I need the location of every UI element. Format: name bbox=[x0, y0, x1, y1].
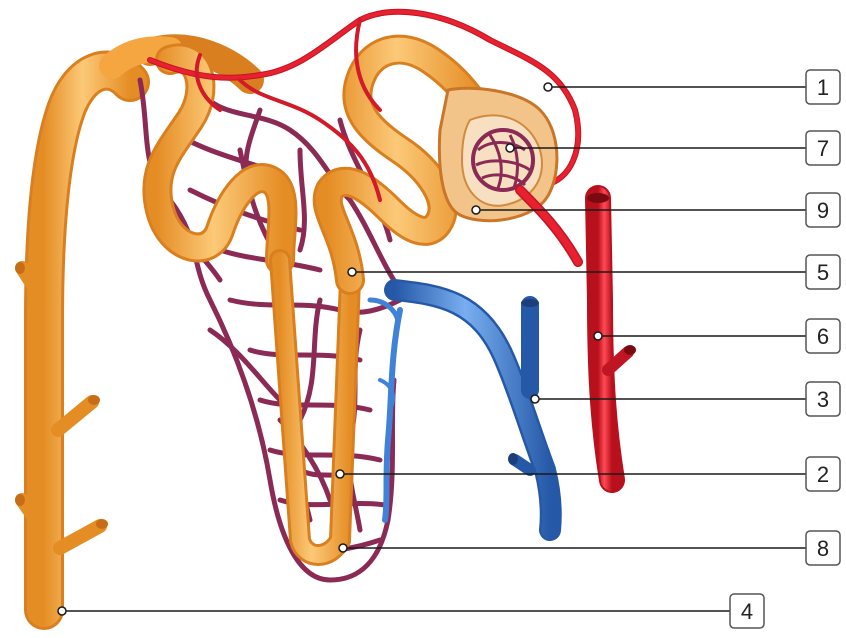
collecting-duct bbox=[15, 48, 250, 610]
label-text-9: 9 bbox=[817, 198, 829, 223]
label-text-2: 2 bbox=[817, 462, 829, 487]
label-text-3: 3 bbox=[817, 387, 829, 412]
label-text-1: 1 bbox=[817, 75, 829, 100]
label-box-1[interactable]: 1 bbox=[806, 70, 840, 104]
label-box-8[interactable]: 8 bbox=[806, 531, 840, 565]
label-box-9[interactable]: 9 bbox=[806, 193, 840, 227]
label-box-4[interactable]: 4 bbox=[730, 594, 764, 628]
label-boxes: 1 7 9 5 6 3 2 8 bbox=[730, 70, 840, 628]
label-box-5[interactable]: 5 bbox=[806, 255, 840, 289]
label-text-8: 8 bbox=[817, 536, 829, 561]
efferent-arteriole bbox=[520, 190, 578, 262]
renal-vein bbox=[370, 290, 551, 530]
label-box-7[interactable]: 7 bbox=[806, 131, 840, 165]
label-box-3[interactable]: 3 bbox=[806, 382, 840, 416]
label-box-6[interactable]: 6 bbox=[806, 319, 840, 353]
label-box-2[interactable]: 2 bbox=[806, 457, 840, 491]
label-text-5: 5 bbox=[817, 260, 829, 285]
label-text-7: 7 bbox=[817, 136, 829, 161]
label-text-6: 6 bbox=[817, 324, 829, 349]
label-text-4: 4 bbox=[741, 599, 753, 624]
